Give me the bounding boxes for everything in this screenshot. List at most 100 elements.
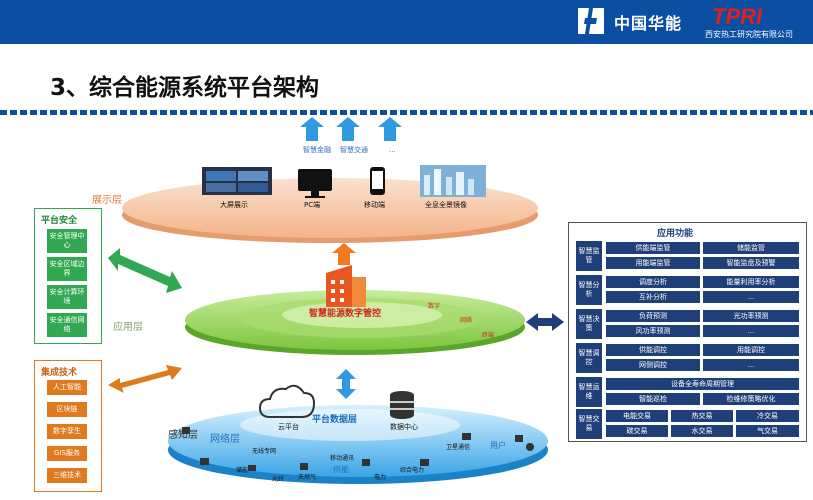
huaneng-logo-icon (578, 8, 604, 34)
presentation-layer-label: 展示层 (92, 194, 122, 206)
platform-security-title: 平台安全 (41, 216, 78, 226)
sensor-label: 电力 (374, 473, 386, 481)
up-arrow-icon (378, 117, 402, 141)
brand-subtitle: 西安热工研究院有限公司 (705, 30, 793, 39)
sensor-label: 天然气 (298, 473, 316, 481)
function-cell: 智能监盘及预警 (703, 257, 799, 269)
up-arrow-icon (332, 243, 356, 265)
vertical-double-arrow-icon (336, 369, 356, 399)
function-row: 智慧决策 负荷预测 光功率预测 风功率预测 ... (576, 309, 800, 339)
sensor-label: 无线专网 (252, 447, 276, 455)
function-cell: 调度分析 (606, 276, 700, 288)
ring-label: 数字 (428, 302, 440, 310)
application-functions-panel: 应用功能 智慧监管 供能端监管 储能监管 用能端监管 智能监盘及预警 智慧分析 … (568, 222, 807, 442)
top-item-label: 移动端 (364, 200, 385, 209)
device-icon (248, 465, 256, 471)
page-title: 3、综合能源系统平台架构 (50, 75, 320, 101)
function-category: 智慧决策 (576, 309, 602, 339)
database-icon (390, 391, 414, 419)
arrow-label: ... (389, 146, 396, 154)
top-item-label: PC端 (304, 200, 320, 209)
device-icon (362, 459, 370, 466)
function-cell: ... (703, 359, 799, 371)
company-name: 中国华能 (614, 14, 683, 33)
function-row: 智慧分析 调度分析 能量利用率分析 互补分析 ... (576, 275, 800, 305)
datacenter-label: 数据中心 (390, 422, 418, 431)
function-cell: 负荷预测 (606, 310, 700, 322)
function-cell: 冷交易 (736, 410, 799, 422)
architecture-diagram: 智慧金融 智慧交通 ... 展示层 大屏展示 PC端 移动端 全息全景镜像 应用… (92, 117, 564, 484)
sensor-label: 储能 (236, 466, 248, 474)
function-category: 智慧运维 (576, 377, 602, 407)
monitor-icon (298, 169, 332, 198)
building-icon (326, 265, 366, 307)
sensor-label: 供能 (333, 464, 349, 474)
sensor-label: 光纤 (272, 475, 284, 483)
top-item-label: 大屏展示 (220, 200, 248, 209)
device-icon (200, 458, 209, 465)
device-icon (462, 433, 471, 440)
tech-item: GIS服务 (47, 446, 87, 461)
function-category: 智慧分析 (576, 275, 602, 305)
function-category: 智慧调控 (576, 343, 602, 373)
network-layer-label: 网络层 (210, 432, 240, 445)
function-cell: 用能端监管 (606, 257, 700, 269)
function-cell: 互补分析 (606, 291, 700, 303)
tech-item: 人工智能 (47, 380, 87, 395)
up-arrow-icon (336, 117, 360, 141)
up-arrow-icon (300, 117, 324, 141)
device-icon (420, 459, 429, 466)
navy-double-arrow-icon (526, 313, 564, 331)
green-double-arrow-icon (108, 248, 182, 293)
mobile-phone-icon (370, 167, 385, 195)
sensor-label: 卫星通信 (446, 443, 470, 451)
platform-layer-label: 平台数据层 (312, 413, 357, 425)
function-cell: 热交易 (671, 410, 733, 422)
security-item: 安全计算环境 (47, 285, 87, 309)
top-item-label: 全息全景镜像 (425, 200, 467, 209)
cloud-label: 云平台 (278, 422, 299, 431)
tech-item: 区块链 (47, 402, 87, 417)
ring-label: 网络 (460, 316, 472, 324)
function-cell: 气交易 (736, 425, 799, 437)
device-icon (515, 435, 523, 442)
integration-tech-panel: 集成技术 人工智能 区块链 数字孪生 GIS服务 三维技术 (34, 360, 102, 492)
function-cell: 用能调控 (703, 344, 799, 356)
sensor-label: 用户 (490, 440, 506, 450)
function-cell: 储能监管 (703, 242, 799, 254)
device-icon (182, 427, 190, 434)
header-bar (0, 0, 813, 44)
security-item: 安全区域边界 (47, 257, 87, 281)
function-cell: 智能巡检 (606, 393, 700, 405)
cloud-icon (258, 384, 316, 418)
platform-security-panel: 平台安全 安全管理中心 安全区域边界 安全计算环境 安全通信网络 (34, 208, 102, 344)
perception-layer-label: 感知层 (168, 428, 198, 441)
function-cell: 碳交易 (606, 425, 668, 437)
application-layer-label: 应用层 (113, 320, 143, 333)
function-cell: 设备全寿命周期管理 (606, 378, 799, 390)
application-functions-title: 应用功能 (657, 229, 694, 239)
function-row: 智慧监管 供能端监管 储能监管 用能端监管 智能监盘及预警 (576, 241, 800, 271)
center-label: 智慧能源数字管控 (309, 307, 381, 319)
function-cell: 水交易 (671, 425, 733, 437)
function-cell: ... (703, 291, 799, 303)
orange-double-arrow-icon (108, 365, 182, 393)
function-cell: 供能端监管 (606, 242, 700, 254)
security-item: 安全管理中心 (47, 229, 87, 253)
function-cell: 网侧调控 (606, 359, 700, 371)
function-category: 智慧监管 (576, 241, 602, 271)
function-cell: 电能交易 (606, 410, 668, 422)
arrow-label: 智慧交通 (340, 145, 368, 154)
function-category: 智慧交易 (576, 409, 602, 439)
sensor-label: 移动通讯 (330, 454, 354, 462)
brand-logo: TPRI (712, 4, 763, 29)
function-cell: 光功率预测 (703, 310, 799, 322)
holographic-image (420, 165, 486, 197)
device-icon (300, 463, 308, 470)
function-row: 智慧运维 设备全寿命周期管理 智能巡检 检维修策略优化 (576, 377, 800, 407)
sensor-label: 综合电力 (400, 466, 424, 474)
device-icon (526, 443, 534, 451)
function-cell: 供能调控 (606, 344, 700, 356)
arrow-label: 智慧金融 (303, 145, 331, 154)
integration-tech-title: 集成技术 (41, 368, 78, 378)
